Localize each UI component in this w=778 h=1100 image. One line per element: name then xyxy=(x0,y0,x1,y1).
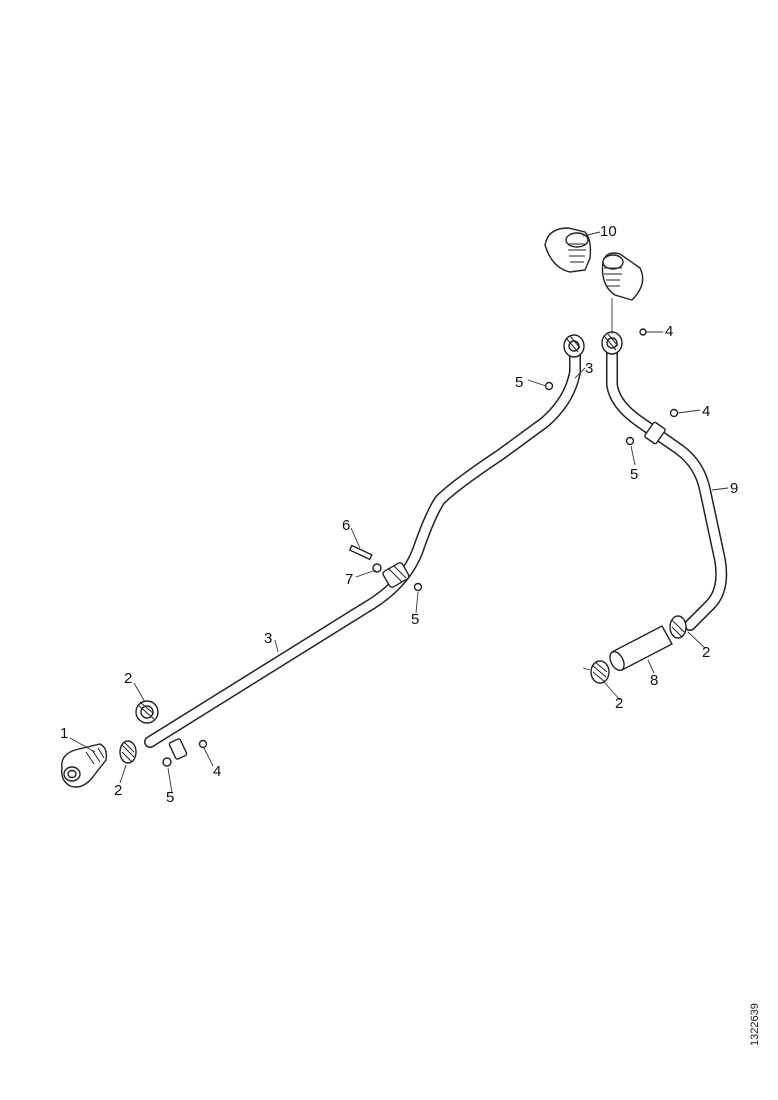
callout-5: 5 xyxy=(411,611,419,628)
leader-lines xyxy=(69,231,729,794)
pipe-9 xyxy=(606,346,728,631)
clamp-2-right-bottom xyxy=(590,660,610,684)
callout-4: 4 xyxy=(665,323,673,340)
callout-10: 10 xyxy=(600,223,617,240)
callout-4: 4 xyxy=(213,763,221,780)
fitting-1 xyxy=(60,743,108,788)
callout-9: 9 xyxy=(730,480,738,497)
clip-right xyxy=(625,408,679,446)
callout-1: 1 xyxy=(60,725,68,742)
callout-8: 8 xyxy=(650,672,658,689)
clamp-2-right-top xyxy=(669,615,687,639)
callout-2: 2 xyxy=(114,782,122,799)
clip-7-left xyxy=(162,738,208,767)
callout-2: 2 xyxy=(702,644,710,661)
coupling-top-left xyxy=(563,334,585,358)
callout-3: 3 xyxy=(585,360,593,377)
connector-10-left xyxy=(544,227,592,273)
connector-10-right xyxy=(601,252,644,334)
callout-2: 2 xyxy=(615,695,623,712)
callout-4: 4 xyxy=(702,403,710,420)
clamp-2-left xyxy=(119,740,137,764)
coupling-top-right xyxy=(544,328,647,391)
callout-7: 7 xyxy=(345,571,353,588)
callout-5: 5 xyxy=(515,374,523,391)
callout-2: 2 xyxy=(124,670,132,687)
callout-5: 5 xyxy=(166,789,174,806)
callout-5: 5 xyxy=(630,466,638,483)
callout-3: 3 xyxy=(264,630,272,647)
figure-reference-number: 1322639 xyxy=(749,1003,761,1046)
pipe-3 xyxy=(144,344,581,748)
callout-6: 6 xyxy=(342,517,350,534)
clamp-2-top xyxy=(135,700,159,724)
hose-8 xyxy=(609,625,673,671)
clip-7-middle xyxy=(348,544,423,592)
